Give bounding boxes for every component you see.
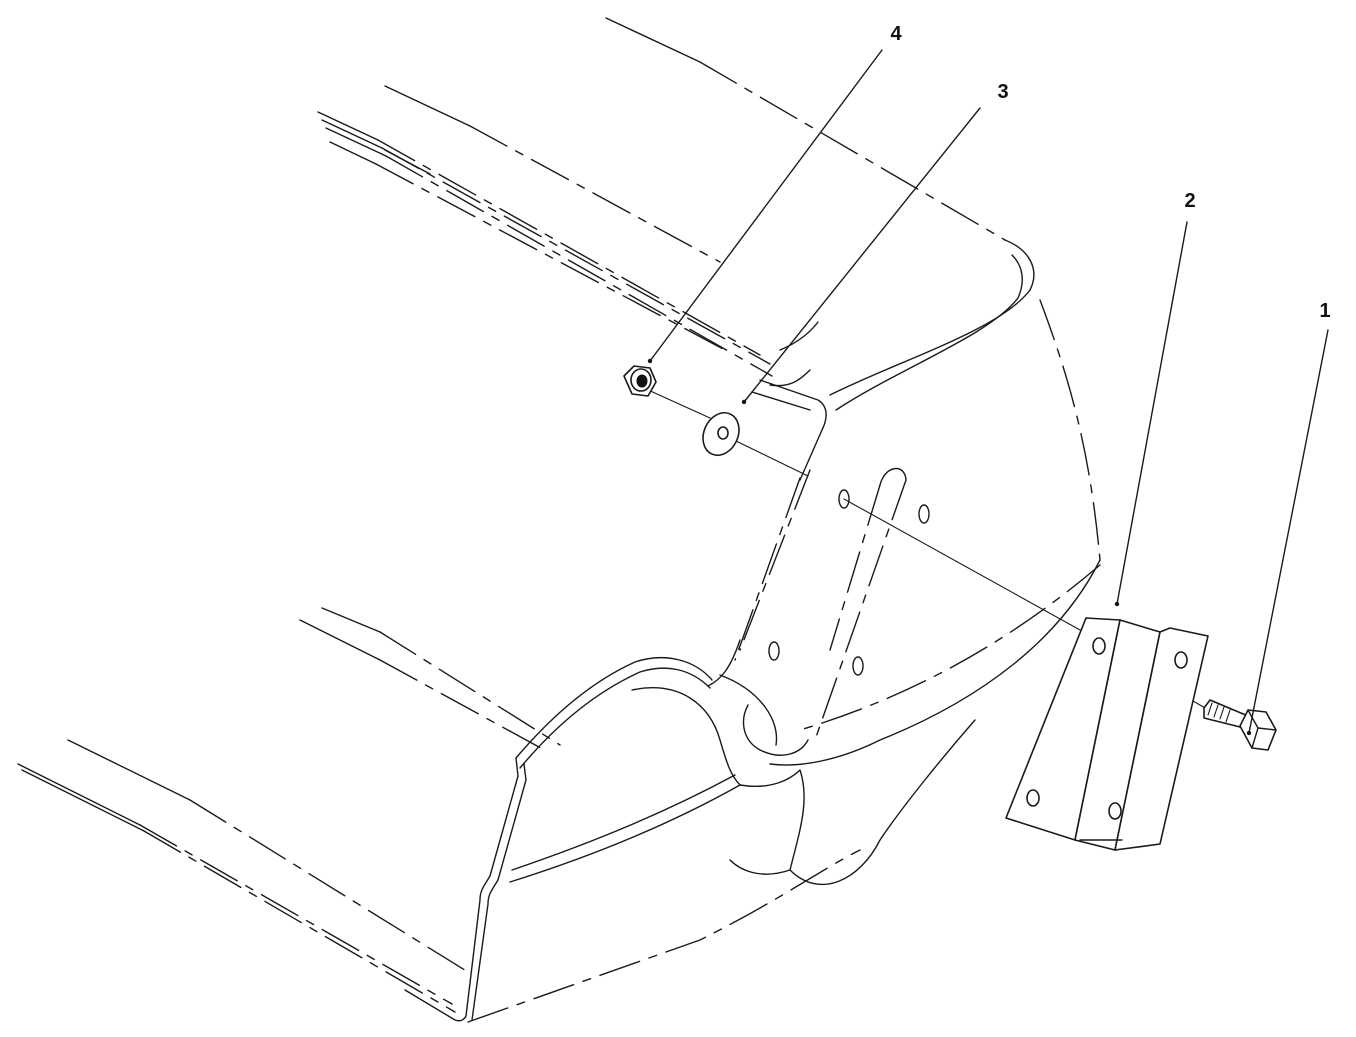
callout-3: 3: [997, 81, 1008, 103]
flat-washer-part: [702, 412, 740, 456]
callout-1: 1: [1319, 300, 1330, 322]
callout-2: 2: [1184, 190, 1195, 212]
callout-leaders: [647, 49, 1329, 736]
discharge-chute-housing: [17, 17, 1101, 1023]
hex-cap-screw-part: [1203, 699, 1277, 751]
mounting-bracket-part: [1005, 617, 1209, 851]
callout-labels: 1 2 3 4: [890, 23, 1330, 322]
callout-4: 4: [890, 23, 902, 45]
lock-nut-part: [623, 365, 657, 397]
